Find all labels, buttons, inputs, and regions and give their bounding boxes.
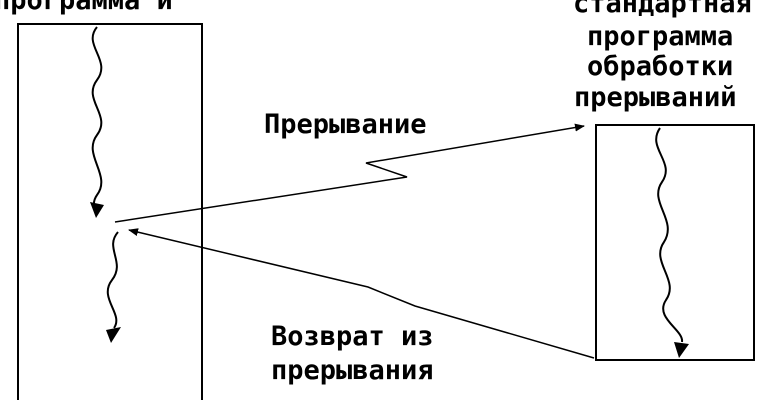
return-label-line1: Возврат из <box>271 321 434 352</box>
isr-flow <box>655 127 684 343</box>
isr-title-line4: прерываний <box>574 82 737 113</box>
isr-title-line2: программа <box>587 21 733 52</box>
return-arrow <box>128 228 595 359</box>
isr-flow-arrowhead <box>674 342 689 358</box>
main-program-label-partial: программа и <box>0 0 173 16</box>
isr-title-line3: обработки <box>587 51 733 82</box>
main-program-flow-upper-arrowhead <box>90 202 104 218</box>
isr-title-line1: стандартная <box>573 0 752 19</box>
isr-box <box>595 124 755 361</box>
main-program-box <box>17 23 203 400</box>
main-program-flow-lower-arrowhead <box>106 327 121 343</box>
main-program-flow-lower <box>106 231 119 329</box>
interrupt-label: Прерывание <box>264 109 427 140</box>
interrupt-arrow <box>114 123 585 223</box>
return-label-line2: прерывания <box>271 355 434 386</box>
main-program-flow-upper <box>91 26 103 215</box>
